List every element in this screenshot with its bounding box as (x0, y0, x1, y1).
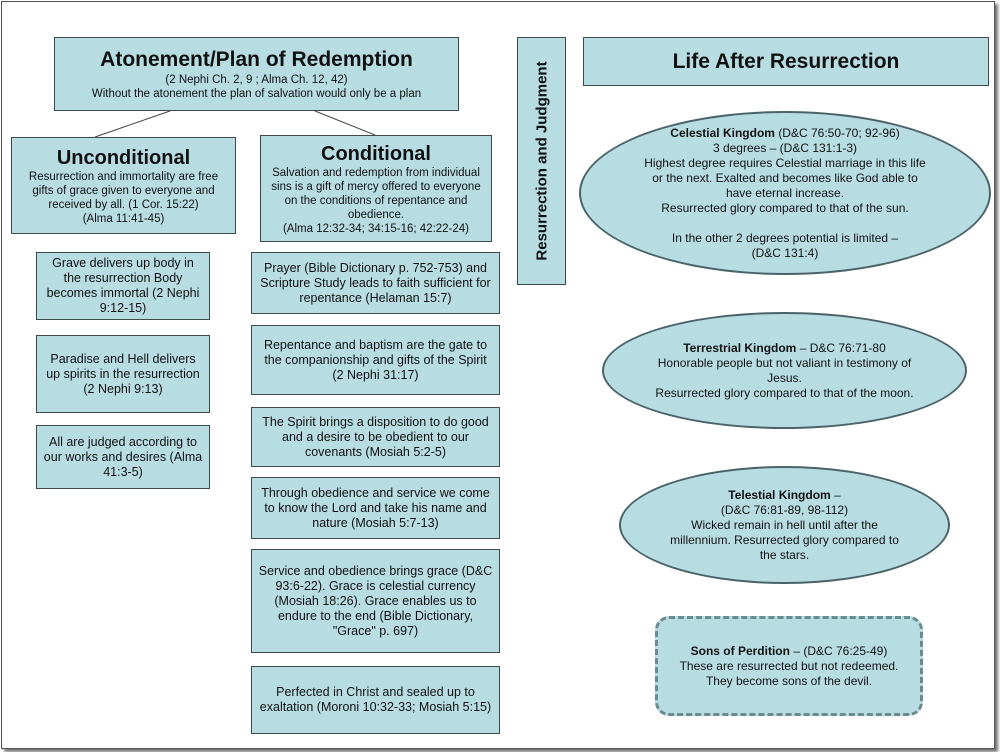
celestial-line4: In the other 2 degrees potential is limi… (671, 230, 899, 245)
atonement-text: Without the atonement the plan of salvat… (91, 88, 422, 100)
conditional-item-5: Service and obedience brings grace (D&C … (251, 549, 500, 653)
terrestrial-line2: Resurrected glory compared to that of th… (655, 385, 914, 400)
perdition-ref: – (D&C 76:25-49) (793, 643, 888, 658)
celestial-line1: 3 degrees – (D&C 131:1-3) (712, 140, 858, 155)
terrestrial-line1: Honorable people but not valiant in test… (657, 355, 912, 385)
unconditional-box: Unconditional Resurrection and immortali… (11, 137, 236, 234)
conditional-ref: (Alma 12:32-34; 34:15-16; 42:22-24) (282, 222, 470, 235)
conditional-item-4: Through obedience and service we come to… (251, 477, 500, 539)
terrestrial-ellipse: Terrestrial Kingdom – D&C 76:71-80 Honor… (602, 312, 967, 429)
telestial-ref: (D&C 76:81-89, 98-112) (720, 502, 849, 517)
atonement-box: Atonement/Plan of Redemption (2 Nephi Ch… (54, 37, 459, 111)
conditional-item-6: Perfected in Christ and sealed up to exa… (251, 666, 500, 734)
connector-conditional (314, 110, 376, 136)
after-box: Life After Resurrection (583, 37, 989, 86)
conditional-item-1: Prayer (Bible Dictionary p. 752-753) and… (251, 252, 500, 314)
telestial-dash: – (834, 487, 841, 502)
conditional-item-2: Repentance and baptism are the gate to t… (251, 325, 500, 395)
perdition-line1: These are resurrected but not redeemed. … (679, 658, 899, 688)
unconditional-title: Unconditional (56, 146, 191, 169)
conditional-text: Salvation and redemption from individual… (271, 166, 481, 221)
conditional-item-3: The Spirit brings a disposition to do go… (251, 407, 500, 467)
connector-unconditional (94, 110, 171, 138)
judgment-label: Resurrection and Judgment (533, 61, 550, 261)
conditional-title: Conditional (321, 142, 431, 165)
unconditional-item-1: Grave delivers up body in the resurrecti… (36, 252, 210, 320)
telestial-name: Telestial Kingdom (728, 487, 831, 502)
atonement-ref: (2 Nephi Ch. 2, 9 ; Alma Ch. 12, 42) (165, 74, 348, 86)
terrestrial-name: Terrestrial Kingdom (683, 340, 797, 355)
celestial-line2: Highest degree requires Celestial marria… (644, 155, 926, 200)
telestial-ellipse: Telestial Kingdom – (D&C 76:81-89, 98-11… (619, 466, 950, 584)
after-title: Life After Resurrection (672, 49, 900, 73)
telestial-line1: Wicked remain in hell until after the mi… (670, 517, 899, 562)
unconditional-text: Resurrection and immortality are free gi… (28, 170, 219, 211)
celestial-line5: (D&C 131:4) (751, 245, 819, 260)
celestial-line3: Resurrected glory compared to that of th… (661, 200, 909, 215)
perdition-name: Sons of Perdition (690, 643, 790, 658)
unconditional-ref: (Alma 11:41-45) (82, 212, 165, 225)
judgment-box: Resurrection and Judgment (517, 37, 566, 285)
celestial-name: Celestial Kingdom (670, 125, 775, 140)
atonement-title: Atonement/Plan of Redemption (100, 48, 413, 71)
celestial-ref: (D&C 76:50-70; 92-96) (778, 125, 900, 140)
unconditional-item-3: All are judged according to our works an… (36, 425, 210, 489)
celestial-ellipse: Celestial Kingdom (D&C 76:50-70; 92-96) … (579, 111, 991, 275)
conditional-box: Conditional Salvation and redemption fro… (260, 135, 492, 242)
terrestrial-ref: – D&C 76:71-80 (799, 340, 886, 355)
unconditional-item-2: Paradise and Hell delivers up spirits in… (36, 335, 210, 413)
perdition-box: Sons of Perdition – (D&C 76:25-49) These… (655, 616, 923, 716)
